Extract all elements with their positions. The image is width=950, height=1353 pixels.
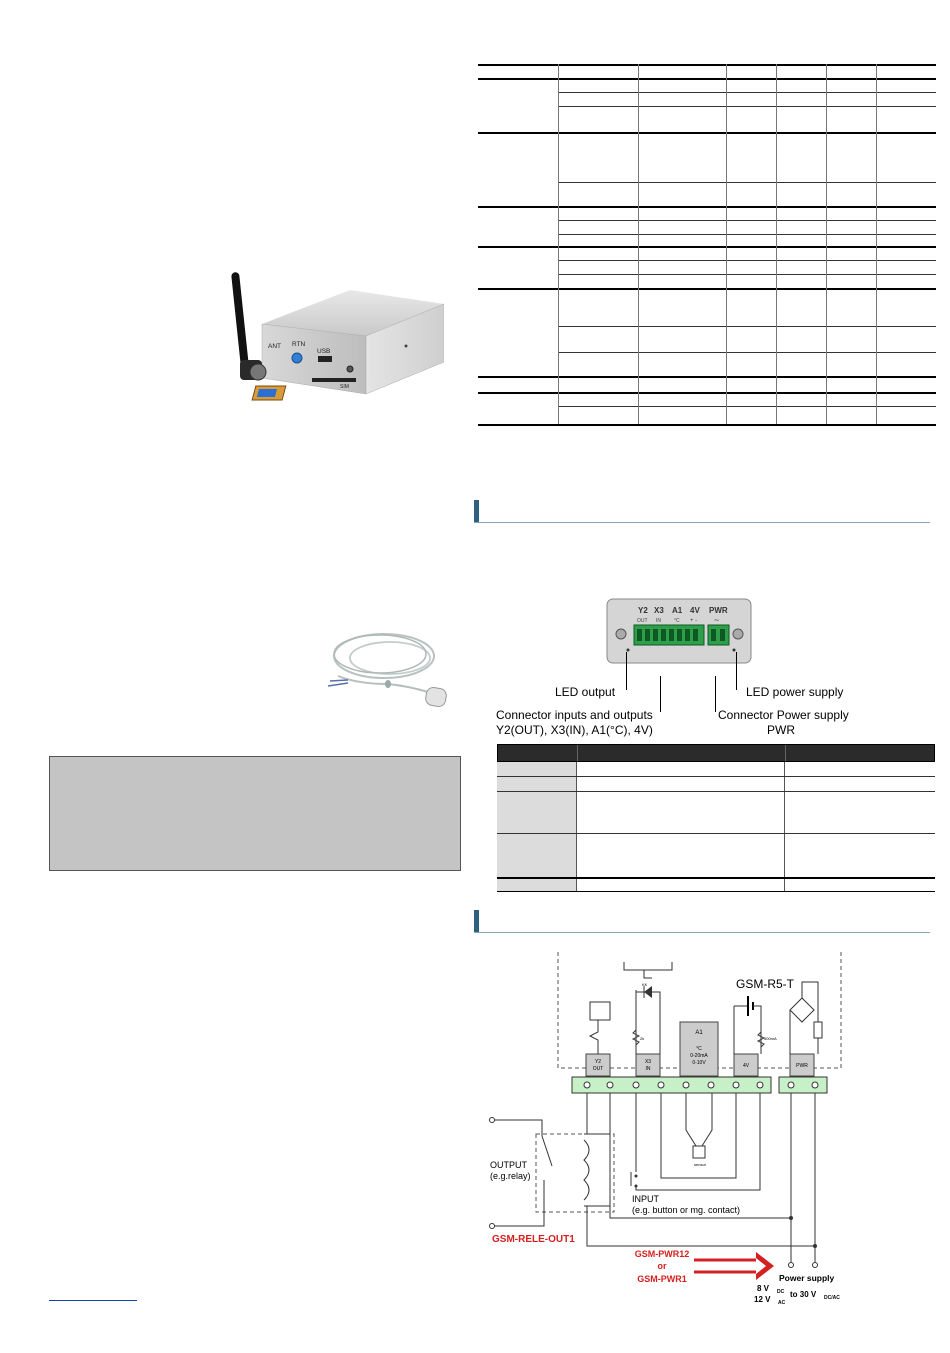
table-column-rule (558, 64, 559, 424)
rtn-label: RTN (292, 341, 306, 348)
supply-title: Power supply (779, 1273, 835, 1283)
supply-8v-sub: DC (777, 1289, 785, 1295)
section-marker-connectors (474, 500, 479, 522)
section-rule-connectors (474, 522, 930, 523)
panel-sub-degc: °C (674, 618, 680, 624)
callout-led-output (626, 652, 627, 690)
input-label-2: (e.g. button or mg. contact) (632, 1205, 740, 1215)
section-marker-wiring (474, 910, 479, 932)
table-rule-major (478, 64, 936, 66)
panel-label-4v: 4V (690, 606, 700, 615)
table-rule-major (478, 246, 936, 248)
cable-photo (318, 626, 458, 714)
term-a1-degc: °C (696, 1046, 702, 1052)
table-rule-minor (558, 92, 936, 93)
table-rule-minor (558, 260, 936, 261)
or-label: or (658, 1261, 667, 1271)
pwr1-label: GSM-PWR1 (637, 1274, 687, 1284)
connector-io-label-1: Connector inputs and outputs (496, 708, 653, 722)
panel-sub-in: IN (656, 618, 661, 624)
pin-table-header (497, 744, 935, 762)
panel-label-x3: X3 (654, 606, 664, 615)
panel-sub-plusminus: + - (690, 618, 697, 624)
model-label: GSM-R5-T (736, 977, 795, 991)
pin-table-row (497, 834, 935, 879)
device-photo: ANT RTN USB SIM (222, 266, 444, 406)
term-y2-out: OUT (593, 1066, 604, 1072)
r2-label: 500mA (764, 1036, 777, 1041)
supply-to30: to 30 V (790, 1290, 817, 1299)
term-a1-ma: 0-20mA (690, 1053, 708, 1059)
pin-table-row (497, 777, 935, 792)
panel-label-pwr: PWR (709, 606, 728, 615)
callout-connector-io (660, 676, 661, 712)
table-rule-minor (558, 326, 936, 327)
supply-to30-sub: DC/AC (824, 1295, 840, 1301)
supply-12v: 12 V (754, 1295, 771, 1304)
section-rule-wiring (474, 932, 930, 933)
term-a1: A1 (695, 1030, 703, 1036)
connector-io-label-2: Y2(OUT), X3(IN), A1(°C), 4V) (496, 723, 653, 737)
table-rule-major (478, 392, 936, 394)
panel-label-a1: A1 (672, 606, 683, 615)
term-a1-v: 0-10V (692, 1060, 706, 1066)
panel-label-y2: Y2 (638, 606, 648, 615)
pwr12-label: GSM-PWR12 (635, 1249, 690, 1259)
connector-pwr-label-1: Connector Power supply (718, 708, 849, 722)
led-power-label: LED power supply (746, 685, 844, 699)
connector-panel: Y2 X3 A1 4V PWR OUT IN °C + - ~ (606, 598, 752, 664)
table-column-rule (876, 64, 877, 424)
supply-8v: 8 V (757, 1284, 770, 1293)
table-rule-minor (558, 220, 936, 221)
sensor-label: sensor (694, 1162, 707, 1167)
table-column-rule (776, 64, 777, 424)
table-rule-major (478, 78, 936, 80)
usb-label: USB (317, 348, 330, 355)
wiring-diagram: Y2 OUT X3 IN A1 °C 0-20mA 0-10V 4V PWR K… (474, 940, 944, 1306)
ant-label: ANT (268, 343, 281, 350)
notice-box (49, 756, 461, 871)
table-column-rule (826, 64, 827, 424)
table-rule-minor (558, 274, 936, 275)
output-label-2: (e.g.relay) (490, 1171, 531, 1181)
r1-label: 2k (640, 1036, 644, 1041)
table-rule-minor (558, 352, 936, 353)
term-x3-in: IN (646, 1066, 651, 1072)
input-label-1: INPUT (632, 1194, 660, 1204)
term-4v: 4V (743, 1063, 750, 1069)
term-y2: Y2 (595, 1059, 601, 1065)
output-label-1: OUTPUT (490, 1160, 528, 1170)
table-rule-minor (558, 406, 936, 407)
pin-table-row (497, 762, 935, 777)
term-pwr: PWR (796, 1063, 808, 1069)
table-rule-minor (558, 234, 936, 235)
supply-12v-sub: AC (778, 1300, 786, 1306)
pin-table (497, 744, 935, 892)
footer-link[interactable] (49, 1300, 137, 1301)
table-rule-major (478, 288, 936, 290)
pin-table-row (497, 792, 935, 834)
table-column-rule (726, 64, 727, 424)
table-rule-major (478, 206, 936, 208)
rele-label: GSM-RELE-OUT1 (492, 1234, 575, 1245)
table-rule-minor (558, 182, 936, 183)
term-x3: X3 (645, 1059, 651, 1065)
connector-pwr-label-2: PWR (767, 723, 795, 737)
spec-table (478, 60, 936, 426)
opto-mark: KK (642, 982, 648, 987)
table-rule-major (478, 424, 936, 426)
table-column-rule (638, 64, 639, 424)
panel-sub-out: OUT (637, 618, 648, 624)
table-rule-minor (558, 106, 936, 107)
table-rule-major (478, 132, 936, 134)
panel-sub-ac: ~ (714, 615, 719, 625)
callout-connector-pwr (715, 676, 716, 712)
table-rule-major (478, 376, 936, 378)
pin-table-row (497, 879, 935, 892)
callout-led-power (736, 652, 737, 690)
led-output-label: LED output (555, 685, 616, 699)
sim-label: SIM (340, 384, 349, 390)
